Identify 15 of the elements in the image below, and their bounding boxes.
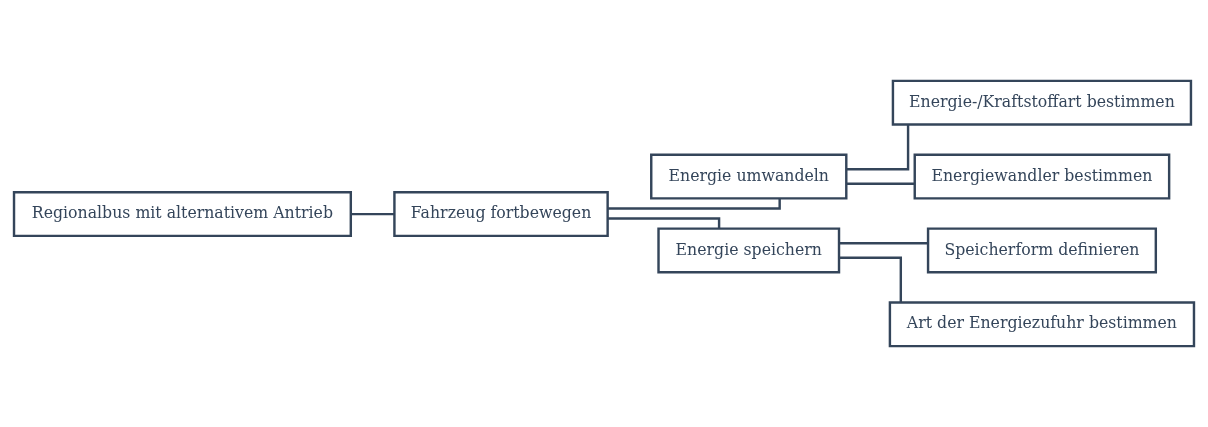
node-box: Art der Energiezufuhr bestimmen — [888, 301, 1196, 348]
connector — [607, 198, 781, 210]
connector — [839, 256, 902, 303]
connector — [846, 182, 915, 186]
node-box: Energie-/Kraftstoffart bestimmen — [891, 79, 1193, 126]
connector — [351, 212, 395, 216]
node-box: Speicherform definieren — [926, 227, 1158, 274]
node-box: Energie speichern — [657, 227, 841, 274]
connector — [607, 217, 721, 229]
connector — [839, 241, 929, 245]
connector — [846, 124, 910, 171]
node-box: Fahrzeug fortbewegen — [393, 191, 609, 238]
node-box: Regionalbus mit alternativem Antrieb — [12, 191, 352, 238]
node-box: Energie umwandeln — [650, 153, 848, 200]
node-box: Energiewandler bestimmen — [913, 153, 1171, 200]
